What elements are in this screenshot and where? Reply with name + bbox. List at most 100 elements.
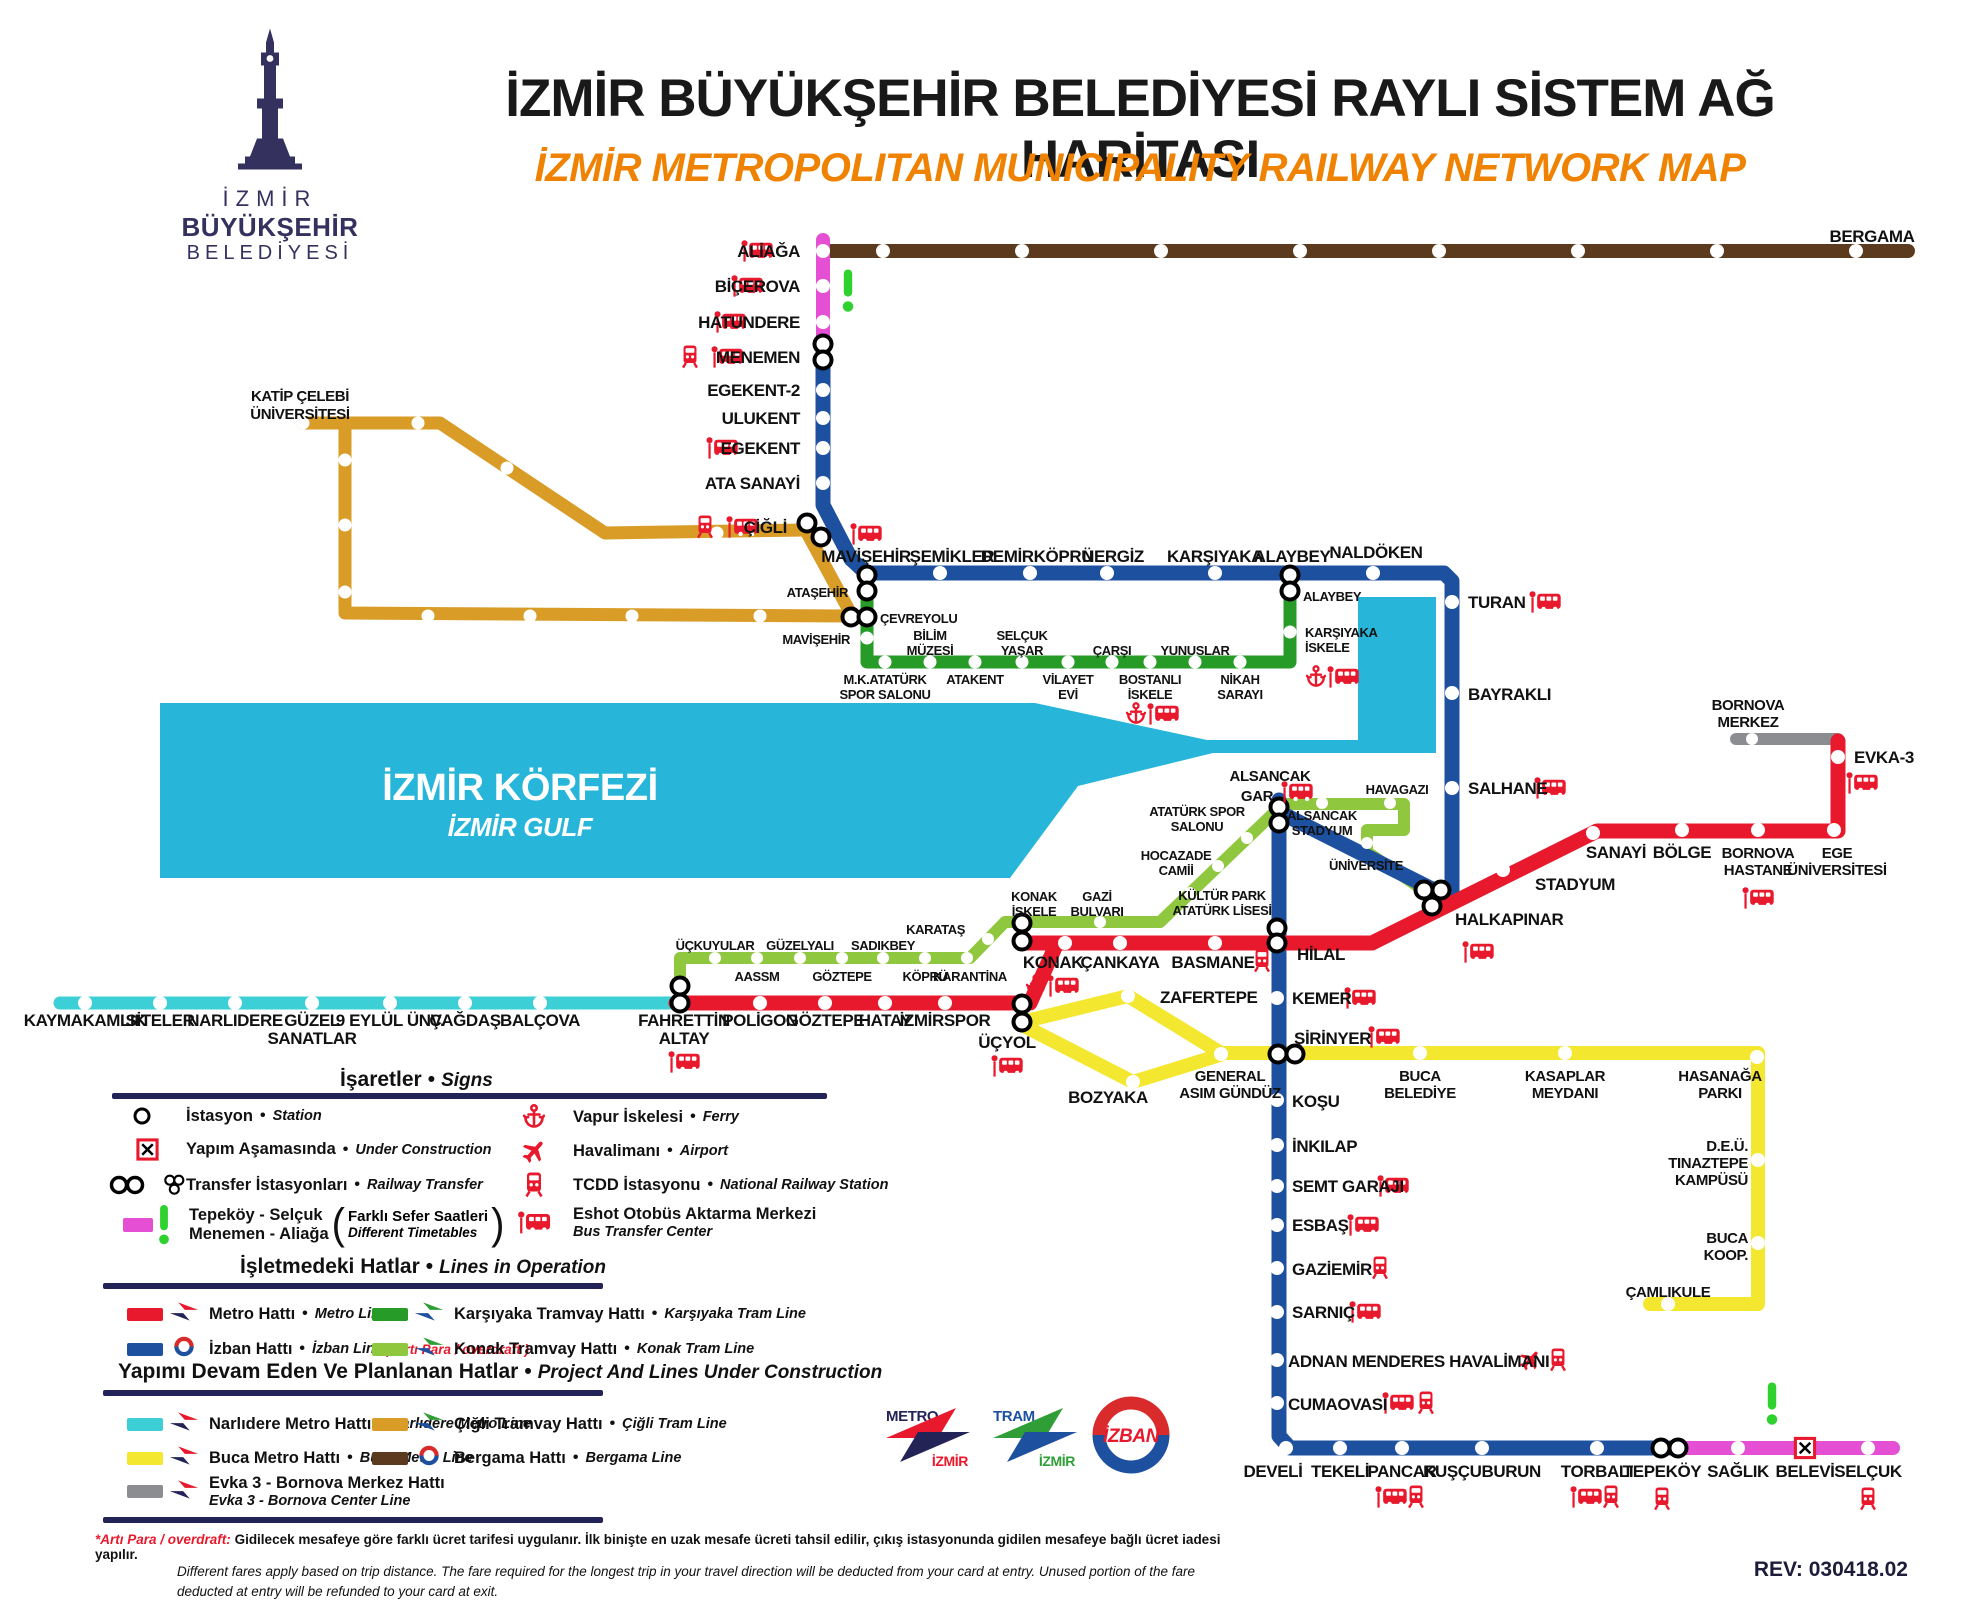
map-label: TEPEKÖY (1623, 1462, 1703, 1481)
map-label: KARANTİNA (933, 969, 1008, 984)
map-label: KEMER (1292, 989, 1352, 1008)
map-label: KARATAŞ (906, 922, 966, 937)
map-label: NALDÖKEN (1329, 543, 1422, 562)
station-dot (1015, 244, 1029, 258)
tcdd-icon (1602, 1485, 1620, 1509)
map-label: MENEMEN (716, 348, 800, 367)
station-dot (1270, 1218, 1284, 1232)
station-dot (1188, 655, 1202, 669)
map-label: BORNOVA (1722, 845, 1795, 862)
map-label: ATA SANAYİ (705, 474, 800, 493)
legend-sign-row: Transfer İstasyonları•Railway Transfer (108, 1168, 483, 1202)
svg-text:İZBAN: İZBAN (1103, 1426, 1161, 1447)
station-dot (1731, 1441, 1745, 1455)
map-label: SARNIÇ (1292, 1303, 1355, 1322)
bus-icon (850, 523, 882, 545)
map-label: TORBALI (1561, 1462, 1633, 1481)
transfer-station (1266, 932, 1288, 954)
map-label: YAŞAR (1001, 643, 1044, 658)
station-dot (1710, 244, 1724, 258)
revision-number: REV: 030418.02 (1753, 1558, 1908, 1581)
station-dot (1270, 991, 1284, 1005)
legend-signs-title: İşaretler•Signs (340, 1068, 493, 1091)
station-dot (1143, 655, 1157, 669)
transfer-station (856, 606, 878, 628)
line-buca-1 (1019, 989, 1765, 1311)
map-label: HAVAGAZI (1366, 782, 1429, 797)
map-label: SALONU (1171, 819, 1224, 834)
map-label: ÜNİVERSİTESİ (250, 406, 350, 423)
bus-icon (1462, 941, 1494, 963)
station-dot (1746, 733, 1758, 745)
transfer-station (1279, 580, 1301, 602)
map-label: BORNOVA (1712, 697, 1785, 714)
map-label: HASANAĞA (1678, 1067, 1762, 1085)
station-dot (1445, 595, 1459, 609)
transfer-station (669, 992, 691, 1014)
map-label: ÜNİVERSİTESİ (1787, 862, 1887, 879)
station-dot (305, 996, 319, 1010)
map-label: HOCAZADE (1141, 848, 1212, 863)
map-label: SARAYI (1217, 687, 1263, 702)
legend-sign-row: TCDD İstasyonu•National Railway Station (495, 1172, 888, 1198)
station-dot (1233, 655, 1247, 669)
map-label: BERGAMA (1829, 227, 1914, 246)
legend-line-row: Narlıdere Metro Hattı•Narlıdere Metro Li… (127, 1410, 531, 1438)
footer-note: *Artı Para / overdraft: Gidilecek mesafe… (95, 1532, 1245, 1601)
map-label: ALAYBEY (1303, 589, 1362, 604)
station-dot (1208, 936, 1222, 950)
station-dot (919, 952, 931, 964)
station-dot (1270, 1261, 1284, 1275)
map-label: ATAŞEHİR (787, 585, 849, 600)
map-label: KASAPLAR (1525, 1068, 1606, 1085)
station-dot (1061, 655, 1075, 669)
station-dot (1571, 244, 1585, 258)
svg-text:TRAM: TRAM (993, 1408, 1035, 1425)
station-dot (933, 566, 947, 580)
station-dot (1208, 566, 1222, 580)
station-dot (338, 453, 352, 467)
map-label: ALAYBEY (1254, 547, 1332, 566)
transfer-station (856, 580, 878, 602)
station-dot (1058, 936, 1072, 950)
station-dot (1270, 1305, 1284, 1319)
legend-line-row: Bergama Hattı•Bergama Line (372, 1444, 681, 1472)
station-dot (625, 609, 639, 623)
map-label: D.E.Ü. (1706, 1138, 1748, 1155)
station-dot (709, 952, 721, 964)
bus-icon (1742, 887, 1774, 909)
map-label: GÖZTEPE (786, 1011, 864, 1030)
station-dot (1212, 860, 1224, 872)
map-label: MAVİŞEHİR (782, 632, 851, 647)
station-dot (1361, 837, 1373, 849)
svg-text:İZMİR: İZMİR (932, 1453, 968, 1469)
map-label: KÜLTÜR PARK (1178, 888, 1267, 903)
map-label: GAZİEMİR (1292, 1260, 1372, 1279)
izmir-gulf-water (160, 597, 1436, 878)
transfer-station (810, 526, 832, 548)
map-label: BİLİM (913, 628, 946, 643)
station-dot (153, 996, 167, 1010)
bus-icon (1368, 1026, 1400, 1048)
map-label: HATUNDERE (698, 313, 800, 332)
map-label: GAR (1241, 788, 1274, 805)
station-dot (961, 952, 973, 964)
map-label: BAYRAKLI (1468, 685, 1551, 704)
map-label: ATATÜRK SPOR (1149, 804, 1246, 819)
map-label: CAMİİ (1159, 863, 1194, 878)
station-dot (1861, 1441, 1875, 1455)
map-label: YUNUSLAR (1160, 643, 1230, 658)
transfer-station (669, 975, 691, 997)
map-label: BASMANE (1171, 953, 1254, 972)
station-dot (1270, 1179, 1284, 1193)
map-label: SAĞLIK (1707, 1462, 1770, 1481)
map-label: DEVELİ (1243, 1462, 1302, 1481)
station-dot (1283, 625, 1297, 639)
station-dot (1445, 781, 1459, 795)
station-dot (860, 631, 874, 645)
map-label: KOOP. (1704, 1247, 1749, 1264)
station-dot (1675, 823, 1689, 837)
